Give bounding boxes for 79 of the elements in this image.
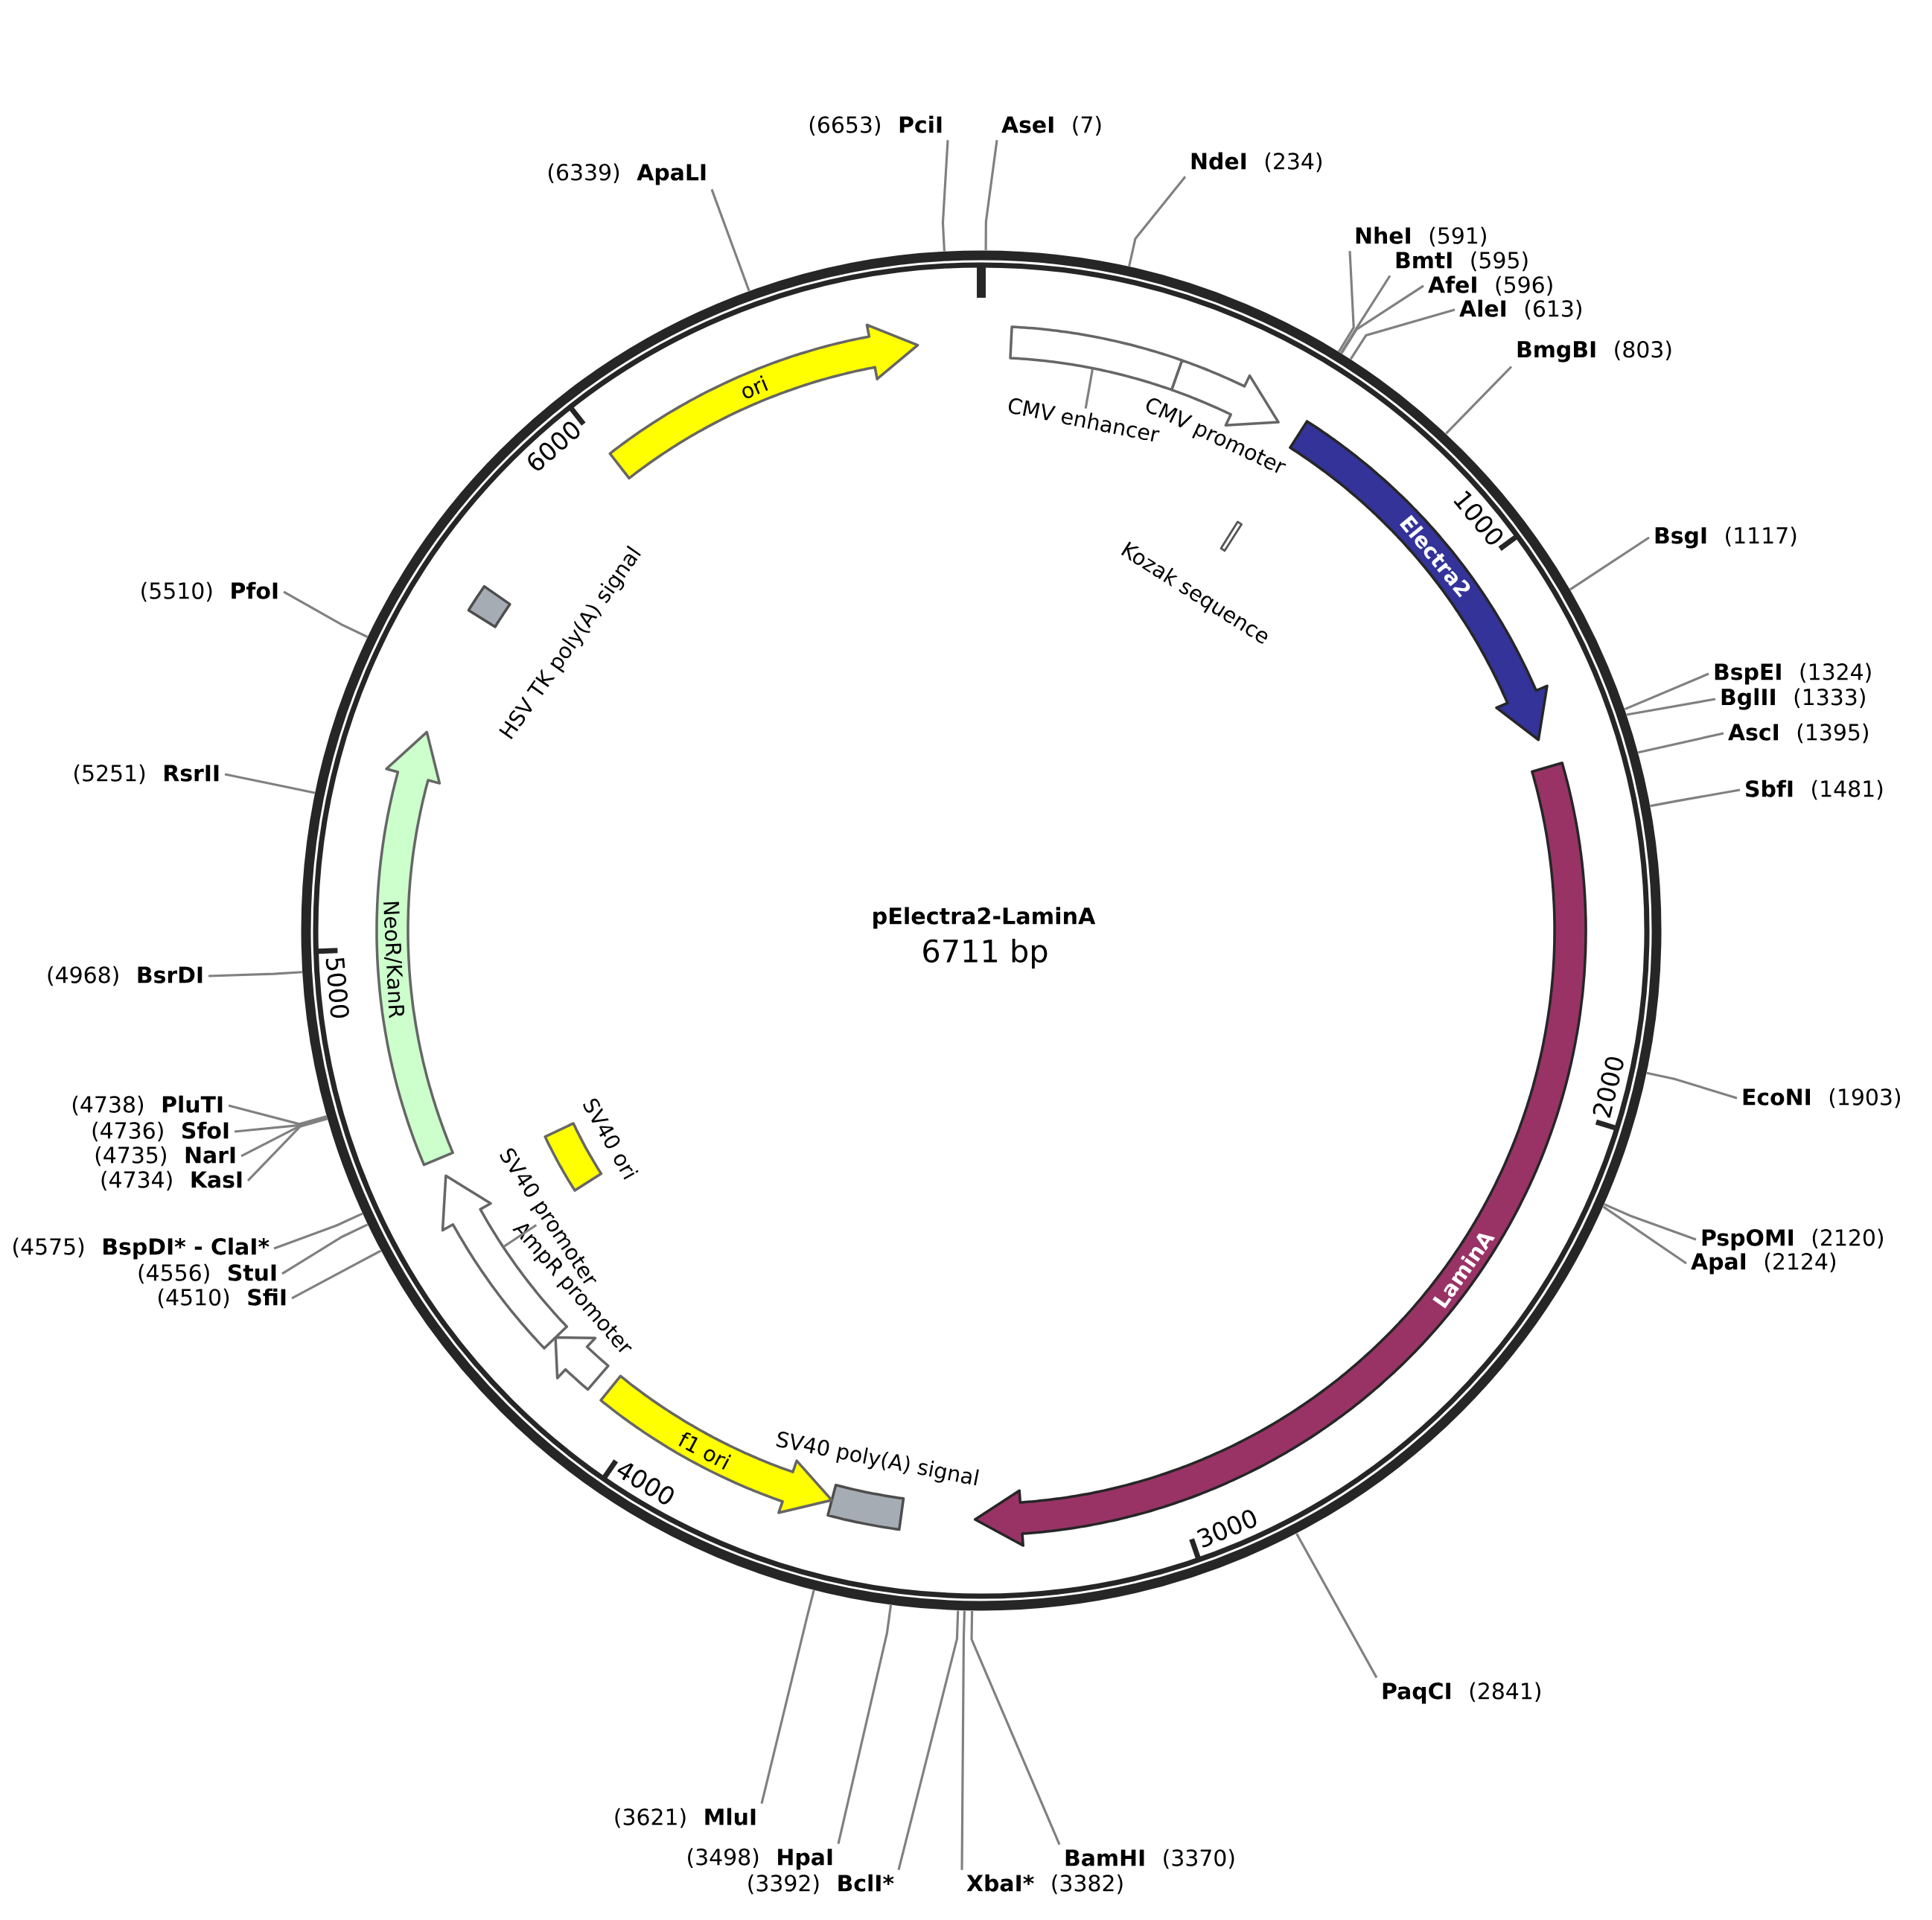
site-label: BmtI (595) [1396,251,1528,272]
feature-box [1009,325,1184,392]
site-label: BmgBI (803) [1517,340,1671,363]
leader-line [1602,1205,1687,1265]
site-label: AscI (1395) [1728,723,1868,744]
leader-line [941,140,949,252]
feature-label: NeoR/KanR [383,902,404,1018]
leader-line [760,1589,815,1805]
leader-line [1637,732,1724,754]
site-label: (4968) BsrDI [48,966,203,986]
site-label: (3621) MluI [615,1808,756,1828]
site-label: ApaI (2124) [1691,1252,1836,1275]
leader-line [228,1104,328,1126]
leader-line [1604,1203,1697,1241]
site-label: AfeI (596) [1428,275,1552,296]
site-label: BamHI (3370) [1065,1849,1234,1869]
leader-line [960,1610,966,1870]
site-label: NheI (591) [1356,226,1486,247]
tick-label: 3000 [1196,1510,1257,1548]
site-label: BsgI (1117) [1655,526,1796,549]
site-label: (4556) StuI [138,1263,276,1284]
site-label: AleI (613) [1459,299,1581,320]
leader-line [897,1610,960,1871]
leader-line [273,1212,363,1250]
site-label: (5510) PfoI [141,581,278,602]
tick-label: 4000 [617,1463,674,1505]
leader-line [970,1610,1061,1846]
site-label: AseI (7) [1001,115,1101,136]
leader-line [1084,369,1094,409]
leader-line [503,1224,538,1248]
site-label: SbfI (1481) [1746,779,1883,800]
leader-line [1340,284,1424,354]
leader-line [1128,176,1187,267]
site-label: (4736) SfoI [92,1121,229,1142]
site-label: BglII (1333) [1721,688,1865,710]
leader-line [710,188,750,292]
leader-line [1650,788,1741,808]
leader-line [1445,366,1513,435]
leader-line [1337,251,1355,353]
leader-line [291,1249,382,1300]
tick-label: 2000 [1593,1056,1624,1118]
leader-line [1295,1533,1378,1679]
site-label: NdeI (234) [1191,152,1322,173]
site-label: (4734) KasI [101,1170,242,1191]
leader-line [234,1116,328,1133]
site-label: (6653) PciI [809,115,942,136]
site-label: (4735) NarI [95,1146,235,1167]
map-title: pElectra2-LaminA [873,907,1096,929]
site-label: (5251) RsrII [74,764,219,785]
leader-line [837,1604,893,1844]
site-label: PspOMI (2120) [1702,1228,1884,1251]
leader-line [1626,698,1716,716]
feature-label: SV40 poly(A) signal [776,1432,979,1486]
site-label: (4738) PluTI [72,1095,223,1116]
leader-line [240,1117,328,1158]
leader-line [281,1223,369,1275]
leader-line [224,773,316,794]
site-label: (4510) SfiI [159,1288,286,1309]
site-label: EcoNI (1903) [1743,1088,1900,1109]
site-label: BspEI (1324) [1715,663,1871,685]
leader-line [208,971,302,977]
site-label: (4575) BspDI* - ClaI* [13,1237,270,1260]
tick-label: 5000 [325,958,349,1018]
leader-line [1569,536,1650,591]
site-label: PaqCI (2841) [1383,1682,1540,1704]
size-label: 6711 bp [923,938,1048,969]
site-label: (3498) HpaI [688,1848,832,1870]
leader-line [1339,275,1391,354]
leader-line [1646,1071,1738,1100]
leader-line [984,140,998,250]
site-label: (3392) BclI* [748,1874,894,1895]
site-label: (6339) ApaLI [548,163,706,185]
leader-line [246,1117,328,1182]
leader-line [283,590,369,638]
leader-line [1349,308,1456,360]
leader-line [1624,672,1709,711]
feature-label: f1 ori [678,1432,732,1470]
site-label: XbaI* (3382) [966,1874,1123,1895]
feature-label: ori [742,374,768,398]
